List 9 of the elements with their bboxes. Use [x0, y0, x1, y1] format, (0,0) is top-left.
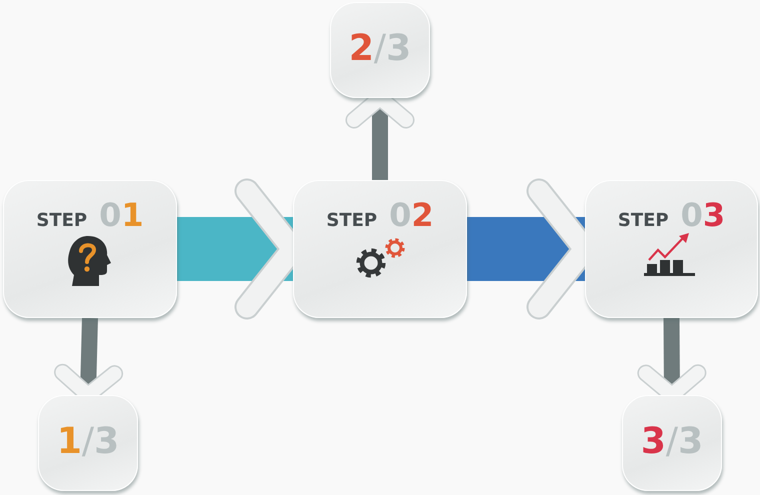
fraction-card	[330, 2, 430, 98]
step-label: STEP	[36, 210, 88, 231]
step-card	[585, 180, 758, 318]
fraction-card	[622, 395, 722, 491]
step-card	[3, 180, 177, 318]
step-label: STEP	[618, 210, 669, 231]
step-card	[293, 180, 467, 318]
step-label: STEP	[326, 210, 378, 231]
fraction-card	[38, 395, 138, 491]
